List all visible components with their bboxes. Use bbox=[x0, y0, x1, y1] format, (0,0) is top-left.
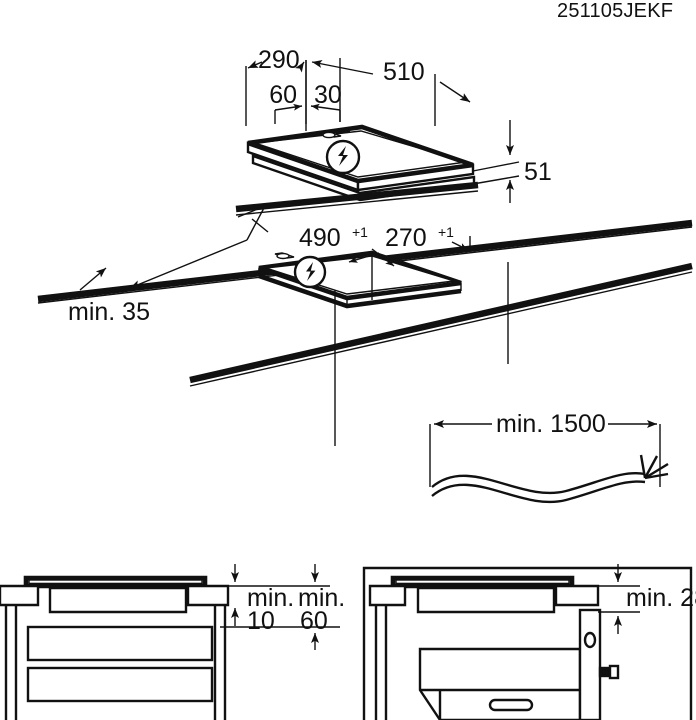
dimension-290-label: 290 bbox=[258, 46, 300, 74]
dimension-min-28-label: min. 28 bbox=[626, 584, 696, 612]
dimension-60-label: 60 bbox=[269, 81, 297, 109]
dimension-510: 510 bbox=[311, 58, 471, 126]
dimension-min-35-label: min. 35 bbox=[68, 298, 150, 326]
dimension-51: 51 bbox=[472, 120, 552, 203]
dimension-270: 270 +1 bbox=[348, 224, 471, 263]
dimension-min-10-value-label: 10 bbox=[247, 607, 275, 635]
oven-knob bbox=[583, 631, 597, 649]
section-frame-border bbox=[362, 566, 693, 720]
oven-appliance bbox=[418, 608, 620, 720]
view-section-hob-over-drawers: min. 10 min. 60 bbox=[0, 564, 345, 720]
drawer-front-upper bbox=[26, 625, 214, 662]
dimension-min-35: min. 35 bbox=[68, 205, 266, 326]
dimension-490-superscript: +1 bbox=[352, 224, 368, 240]
dimension-270-label: 270 bbox=[385, 224, 427, 252]
view-section-hob-over-oven: min. 28 bbox=[362, 564, 696, 720]
dimension-min-60-top-label: min. bbox=[298, 584, 345, 612]
view-mains-cable: min. 1500 bbox=[429, 410, 669, 503]
dimension-min-60: min. 60 bbox=[220, 564, 345, 650]
worktop-cutout-opening bbox=[258, 250, 462, 309]
dimension-min-1500-label: min. 1500 bbox=[496, 410, 606, 438]
dimension-min-28: min. 28 bbox=[598, 564, 696, 634]
dimension-490: 490 +1 bbox=[251, 218, 395, 267]
dimension-min-10: min. 10 bbox=[175, 564, 330, 635]
dimension-510-label: 510 bbox=[383, 58, 425, 86]
dimension-60-30: 60 30 bbox=[269, 60, 342, 124]
drawing-number-label: 251105JEKF bbox=[557, 0, 673, 22]
dimension-30-label: 30 bbox=[314, 81, 342, 109]
view-exploded-hob: 290 510 60 30 bbox=[245, 46, 552, 203]
dimension-270-superscript: +1 bbox=[438, 224, 454, 240]
hob-electrical-symbol-top bbox=[325, 139, 361, 175]
dimension-min-60-value-label: 60 bbox=[300, 607, 328, 635]
drawer-front-lower bbox=[26, 666, 214, 703]
view-worktop-cutout: min. 35 490 +1 bbox=[37, 181, 693, 446]
oven-handle bbox=[488, 698, 534, 712]
dimension-min-10-top-label: min. bbox=[247, 584, 294, 612]
dimension-51-label: 51 bbox=[524, 158, 552, 186]
dimension-490-label: 490 bbox=[299, 224, 341, 252]
hob-electrical-symbol-cutout bbox=[293, 255, 327, 289]
